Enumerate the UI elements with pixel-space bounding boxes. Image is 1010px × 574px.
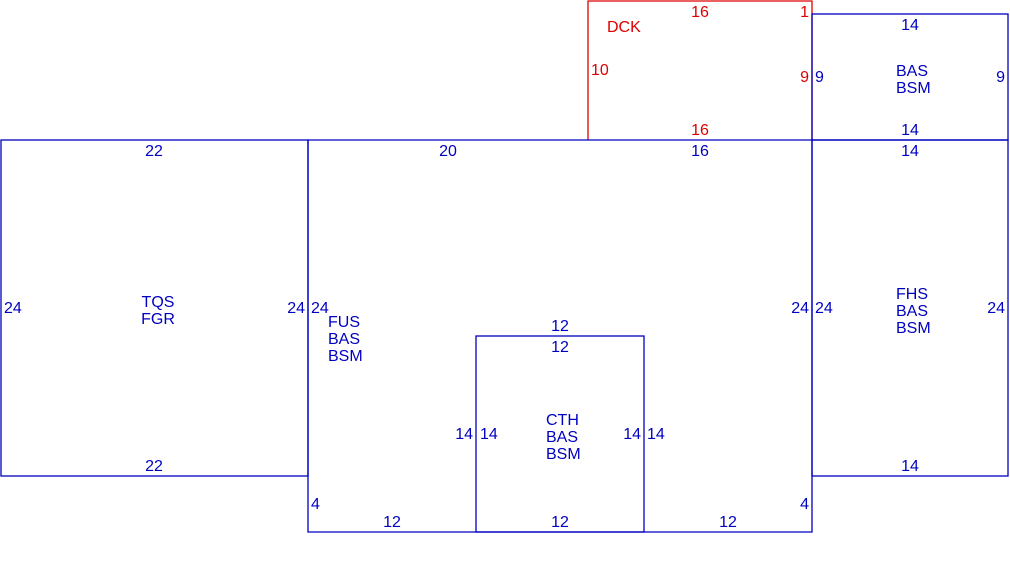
dck-bottom-dimension: 16 <box>691 122 709 139</box>
tqs-area-code: TQS <box>142 294 175 311</box>
fgr-area-code: FGR <box>141 311 175 328</box>
cth-top-dimension: 12 <box>551 339 569 356</box>
fhs-right-dimension: 24 <box>987 300 1005 317</box>
fhs-area-code: FHS <box>896 286 928 303</box>
dck-top-dimension: 16 <box>691 4 709 21</box>
bas-top-bsm-code: BSM <box>896 80 931 97</box>
fus-inner-left-dimension: 14 <box>455 426 473 443</box>
fhs-top-dimension: 14 <box>901 143 919 160</box>
cth-bsm-code: BSM <box>546 446 581 463</box>
tqs-bottom-dimension: 22 <box>145 458 163 475</box>
cth-room-outline <box>475 335 645 533</box>
bas-top-area-code: BAS <box>896 63 928 80</box>
fhs-bas-code: BAS <box>896 303 928 320</box>
fus-top-left-dimension: 20 <box>439 143 457 160</box>
dck-corner-dimension: 1 <box>800 4 809 21</box>
bas-top-bottom-dimension: 14 <box>901 122 919 139</box>
main-outline <box>0 13 1009 533</box>
fus-notch-left-dimension: 4 <box>311 496 320 513</box>
fus-inner-right-dimension: 14 <box>647 426 665 443</box>
fus-left-dimension: 24 <box>311 300 329 317</box>
cth-bottom-dimension: 12 <box>551 514 569 531</box>
fus-inner-top-dimension: 12 <box>551 318 569 335</box>
deck-labels: DCK 16 16 10 9 1 <box>591 4 809 139</box>
fus-area-code: FUS <box>328 314 360 331</box>
main-labels: TQS FGR 22 22 24 24 FUS BAS BSM 20 16 24… <box>4 17 1005 531</box>
cth-right-dimension: 14 <box>623 426 641 443</box>
cth-bas-code: BAS <box>546 429 578 446</box>
dck-right-dimension: 9 <box>800 69 809 86</box>
fhs-left-dimension: 24 <box>815 300 833 317</box>
dck-left-dimension: 10 <box>591 62 609 79</box>
bas-top-room-outline <box>811 13 1009 141</box>
fus-notch-right-dimension: 4 <box>800 496 809 513</box>
tqs-left-dimension: 24 <box>4 300 22 317</box>
fhs-bottom-dimension: 14 <box>901 458 919 475</box>
tqs-top-dimension: 22 <box>145 143 163 160</box>
fus-bottom-right-dimension: 12 <box>719 514 737 531</box>
fhs-bsm-code: BSM <box>896 320 931 337</box>
fus-right-dimension: 24 <box>791 300 809 317</box>
bas-top-top-dimension: 14 <box>901 17 919 34</box>
cth-area-code: CTH <box>546 412 579 429</box>
fus-bsm-code: BSM <box>328 348 363 365</box>
fus-bas-code: BAS <box>328 331 360 348</box>
fus-top-right-dimension: 16 <box>691 143 709 160</box>
fus-room-outline <box>307 139 813 533</box>
dck-area-label: DCK <box>607 19 641 36</box>
bas-top-left-dimension: 9 <box>815 69 824 86</box>
cth-left-dimension: 14 <box>480 426 498 443</box>
bas-top-right-dimension: 9 <box>996 69 1005 86</box>
tqs-right-dimension: 24 <box>287 300 305 317</box>
fus-bottom-left-dimension: 12 <box>383 514 401 531</box>
